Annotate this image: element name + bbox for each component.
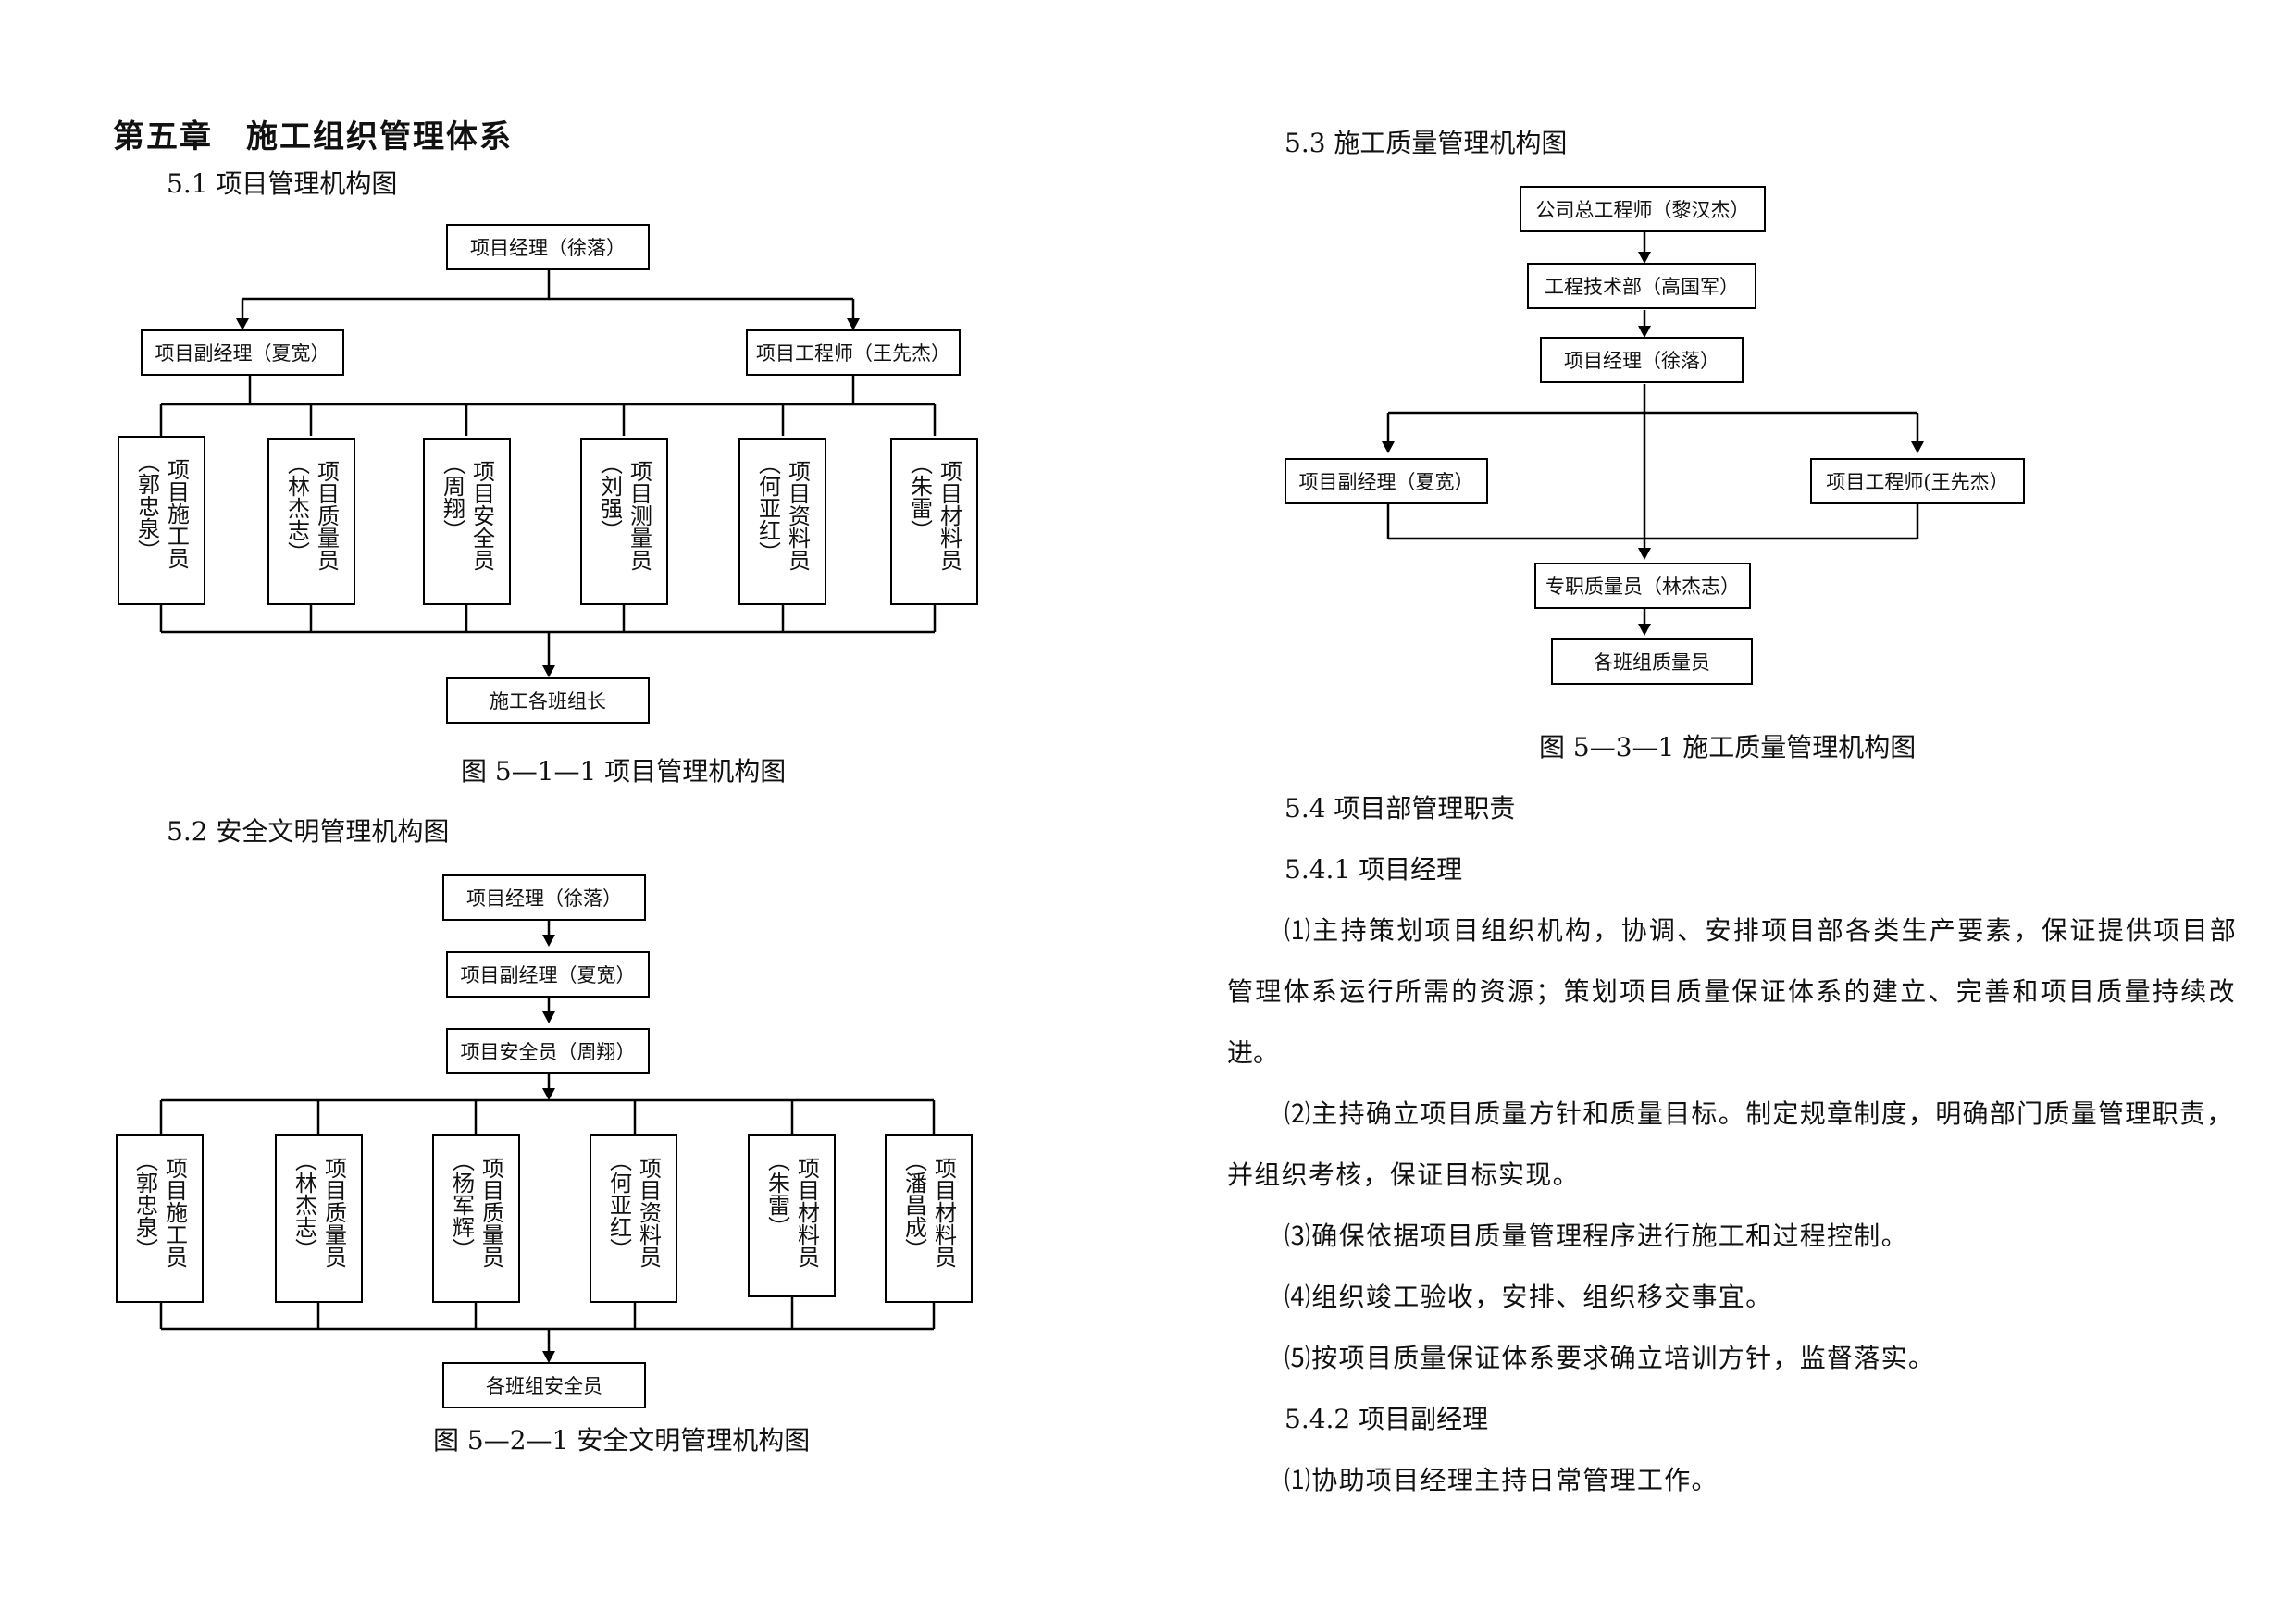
chart2-bottom-box: 各班组安全员 (442, 1362, 646, 1408)
staff-name: （郭忠泉） (131, 1149, 158, 1260)
staff-name: （潘昌成） (900, 1149, 927, 1260)
staff-role: 项目材料员 (793, 1157, 820, 1268)
staff-name: （杨军辉） (448, 1149, 475, 1260)
staff-name: （林杰志） (283, 452, 310, 564)
chart3-quality-officer-box: 专职质量员（林杰志） (1534, 563, 1751, 609)
chart2-manager-box: 项目经理（徐落） (442, 874, 646, 921)
chart2-staff-box: 项目材料员 （朱雷） (748, 1134, 836, 1297)
chart2-caption: 图 5—2—1 安全文明管理机构图 (433, 1425, 811, 1456)
paragraph-line: ⑸按项目质量保证体系要求确立培训方针，监督落实。 (1285, 1343, 1936, 1373)
chart2-safety-box: 项目安全员（周翔） (446, 1028, 650, 1074)
staff-role: 项目材料员 (936, 460, 962, 571)
chart2-deputy-box: 项目副经理（夏宽） (446, 951, 650, 998)
chart3-deputy-box: 项目副经理（夏宽） (1285, 458, 1488, 504)
chart2-staff-box: 项目资料员 （何亚红） (590, 1134, 677, 1303)
section-5-4-heading: 5.4 项目部管理职责 (1285, 793, 1516, 824)
paragraph-line: 并组织考核，保证目标实现。 (1227, 1159, 1580, 1190)
chart3-manager-box: 项目经理（徐落） (1540, 337, 1744, 383)
staff-name: （何亚红） (754, 452, 781, 564)
section-5-3-heading: 5.3 施工质量管理机构图 (1285, 128, 1568, 158)
chart1-staff-box: 项目测量员 （刘强） (580, 438, 668, 605)
chart2-staff-box: 项目质量员 （杨军辉） (432, 1134, 520, 1303)
staff-role: 项目材料员 (930, 1157, 957, 1268)
staff-role: 项目质量员 (320, 1157, 347, 1268)
section-5-2-heading: 5.2 安全文明管理机构图 (167, 816, 450, 847)
staff-name: （朱雷） (763, 1149, 790, 1238)
chart3-team-quality-box: 各班组质量员 (1551, 638, 1753, 685)
chart3-tech-dept-box: 工程技术部（高国军） (1527, 263, 1756, 309)
staff-role: 项目施工员 (163, 458, 190, 569)
staff-role: 项目资料员 (635, 1157, 662, 1268)
chart2-staff-box: 项目质量员 （林杰志） (275, 1134, 363, 1303)
chart1-manager-box: 项目经理（徐落） (446, 224, 650, 270)
section-5-1-heading: 5.1 项目管理机构图 (167, 168, 398, 199)
staff-role: 项目测量员 (626, 460, 652, 571)
section-5-4-2-heading: 5.4.2 项目副经理 (1285, 1404, 1489, 1434)
chart3-chief-box: 公司总工程师（黎汉杰） (1520, 186, 1766, 232)
chart3-caption: 图 5—3—1 施工质量管理机构图 (1539, 732, 1917, 762)
paragraph-line: ⑷组织竣工验收，安排、组织移交事宜。 (1285, 1282, 1773, 1312)
staff-name: （林杰志） (291, 1149, 317, 1260)
chart1-staff-box: 项目施工员 （郭忠泉） (118, 436, 205, 605)
paragraph-line: ⑵主持确立项目质量方针和质量目标。制定规章制度，明确部门质量管理职责， (1285, 1098, 2234, 1129)
section-5-4-1-heading: 5.4.1 项目经理 (1285, 854, 1463, 885)
paragraph-line: ⑴主持策划项目组织机构，协调、安排项目部各类生产要素，保证提供项目部 (1285, 915, 2239, 946)
paragraph-line: ⑶确保依据项目质量管理程序进行施工和过程控制。 (1285, 1221, 1908, 1251)
chart3-engineer-box: 项目工程师(王先杰） (1810, 458, 2025, 504)
chart1-deputy-box: 项目副经理（夏宽） (141, 329, 344, 376)
staff-name: （朱雷） (906, 452, 933, 541)
staff-name: （周翔） (439, 452, 465, 541)
chart1-staff-box: 项目材料员 （朱雷） (890, 438, 978, 605)
chart2-staff-box: 项目施工员 （郭忠泉） (116, 1134, 204, 1303)
chart1-staff-box: 项目质量员 （林杰志） (267, 438, 355, 605)
staff-role: 项目质量员 (313, 460, 340, 571)
chart1-engineer-box: 项目工程师（王先杰） (746, 329, 961, 376)
paragraph-line: 管理体系运行所需的资源；策划项目质量保证体系的建立、完善和项目质量持续改 (1227, 976, 2237, 1007)
staff-role: 项目质量员 (478, 1157, 504, 1268)
staff-role: 项目资料员 (784, 460, 811, 571)
staff-name: （郭忠泉） (133, 451, 160, 562)
staff-role: 项目安全员 (468, 460, 495, 571)
chart1-staff-box: 项目安全员 （周翔） (423, 438, 511, 605)
paragraph-line: ⑴协助项目经理主持日常管理工作。 (1285, 1465, 1719, 1495)
paragraph-line: 进。 (1227, 1037, 1280, 1068)
staff-name: （何亚红） (605, 1149, 632, 1260)
chart1-bottom-box: 施工各班组长 (446, 677, 650, 724)
staff-name: （刘强） (596, 452, 623, 541)
staff-role: 项目施工员 (161, 1157, 188, 1268)
chart1-caption: 图 5—1—1 项目管理机构图 (461, 756, 787, 787)
chart1-staff-box: 项目资料员 （何亚红） (738, 438, 826, 605)
chapter-title: 第五章 施工组织管理体系 (113, 118, 513, 155)
chart2-staff-box: 项目材料员 （潘昌成） (885, 1134, 973, 1303)
